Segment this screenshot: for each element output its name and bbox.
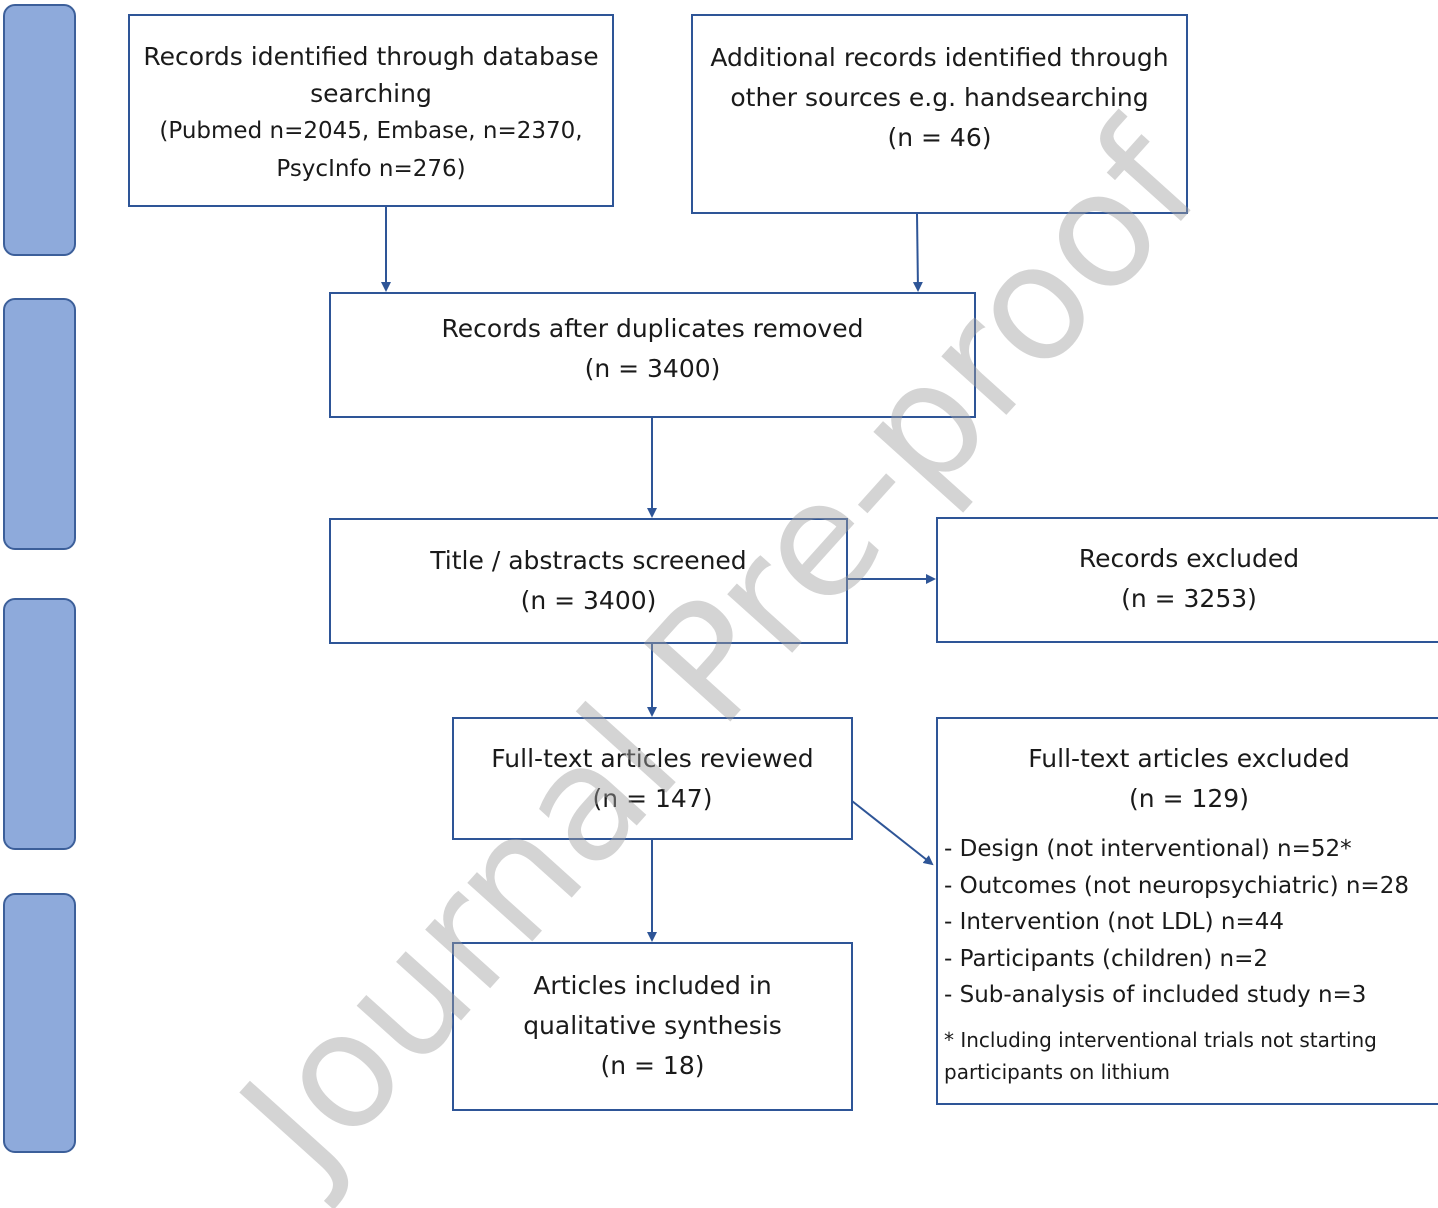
box-line: searching xyxy=(310,79,432,108)
box-line: (Pubmed n=2045, Embase, n=2370, xyxy=(159,118,583,144)
box-line: Title / abstracts screened xyxy=(430,546,747,575)
fulltext-excluded-box: Full-text articles excluded (n = 129) - … xyxy=(936,717,1438,1105)
box-line: (n = 147) xyxy=(592,784,713,813)
box-line: Additional records identified through xyxy=(710,43,1169,72)
stage-tab-included xyxy=(3,893,76,1153)
flow-arrows xyxy=(381,207,936,942)
exclusion-reason: - Sub-analysis of included study n=3 xyxy=(944,982,1367,1008)
duplicates-removed-box: Records after duplicates removed (n = 34… xyxy=(329,292,976,418)
box-line: (n = 3253) xyxy=(1121,584,1257,613)
additional-records-box: Additional records identified through ot… xyxy=(691,14,1188,214)
box-line: Records excluded xyxy=(1078,544,1300,573)
arrow-fulltext-to-excluded xyxy=(851,800,934,866)
box-line: PsycInfo n=276) xyxy=(276,156,466,182)
stage-tab-eligibility xyxy=(3,598,76,850)
fulltext-reviewed-box: Full-text articles reviewed (n = 147) xyxy=(452,717,853,840)
box-line: (n = 129) xyxy=(1129,784,1249,813)
box-line: Full-text articles reviewed xyxy=(491,744,814,773)
exclusion-reason: - Participants (children) n=2 xyxy=(944,945,1269,972)
box-line: Records identified through database xyxy=(143,42,599,71)
box-line: Records after duplicates removed xyxy=(441,314,864,343)
records-identified-database-box: Records identified through database sear… xyxy=(128,14,614,207)
box-line: other sources e.g. handsearching xyxy=(730,83,1149,112)
box-line: qualitative synthesis xyxy=(523,1011,782,1040)
arrow-other-to-duplicates xyxy=(912,213,923,292)
articles-included-box: Articles included in qualitative synthes… xyxy=(452,942,853,1111)
box-line: Full-text articles excluded xyxy=(1028,744,1350,773)
exclusion-reason: - Intervention (not LDL) n=44 xyxy=(944,909,1284,935)
records-excluded-box: Records excluded (n = 3253) xyxy=(936,517,1438,643)
box-line: (n = 3400) xyxy=(520,586,657,615)
box-line: (n = 3400) xyxy=(584,354,721,383)
box-line: (n = 46) xyxy=(887,123,992,152)
stage-tab-screening xyxy=(3,298,76,550)
footnote-line: participants on lithium xyxy=(944,1060,1170,1084)
box-line: (n = 18) xyxy=(600,1051,705,1080)
footnote-line: * Including interventional trials not st… xyxy=(944,1028,1377,1052)
box-line: Articles included in xyxy=(533,971,772,1000)
exclusion-reason: - Outcomes (not neuropsychiatric) n=28 xyxy=(944,872,1409,899)
exclusion-reason: - Design (not interventional) n=52* xyxy=(944,836,1352,862)
exclusion-footnote: * Including interventional trials not st… xyxy=(944,1024,1377,1088)
stage-tab-identification xyxy=(3,4,76,256)
exclusion-reasons-list: - Design (not interventional) n=52* - Ou… xyxy=(944,831,1409,1014)
screened-box: Title / abstracts screened (n = 3400) xyxy=(329,518,848,644)
